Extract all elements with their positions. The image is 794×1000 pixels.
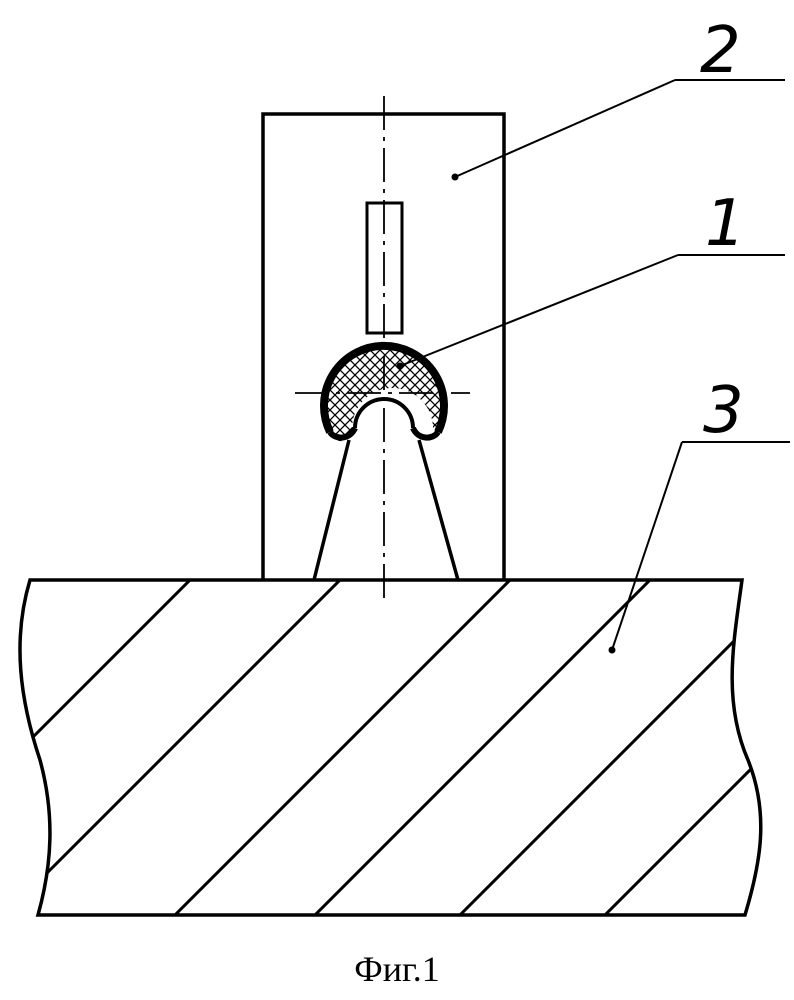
callout-label-2: 2 [700,14,741,88]
callout-label-3: 3 [703,374,744,448]
callout-3: 3 [612,374,790,650]
base-part-3 [10,570,794,920]
clip-legs [314,440,458,580]
callout-label-1: 1 [705,187,746,261]
figure-caption: Фиг.1 [0,948,794,990]
callout-1: 1 [400,187,785,366]
